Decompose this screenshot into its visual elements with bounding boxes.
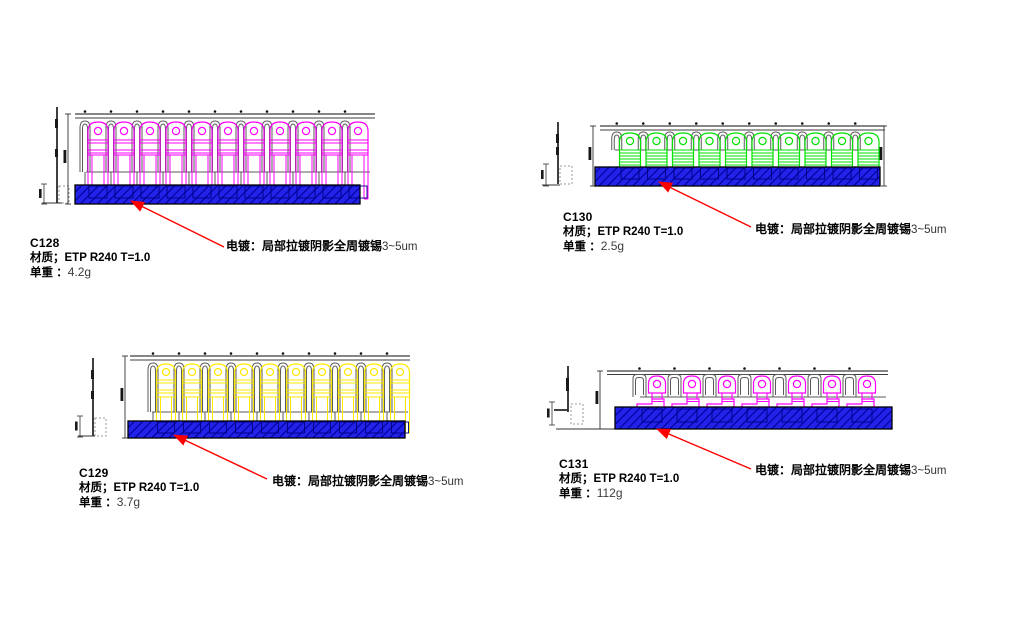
panel-c129-labels: C129 材质；ETP R240 T=1.0 单重 ：3.7g bbox=[79, 466, 199, 511]
weight-line: 单重 ：112g bbox=[559, 486, 679, 502]
plating-text: 电镀：局部拉镀阴影全周镀锡 bbox=[226, 239, 383, 253]
carrier-rail bbox=[600, 125, 885, 131]
material-line: 材质；ETP R240 T=1.0 bbox=[79, 481, 199, 496]
contact bbox=[181, 363, 203, 434]
carrier-rail bbox=[130, 355, 410, 361]
contact bbox=[776, 375, 807, 411]
plating-note-c129: 电镀：局部拉镀阴影全周镀锡3~5um bbox=[272, 472, 464, 489]
leader-arrow bbox=[658, 181, 752, 228]
material-label: 材质； bbox=[559, 472, 594, 485]
contact bbox=[698, 132, 721, 168]
plating-note-c130: 电镀：局部拉镀阴影全周镀锡3~5um bbox=[755, 220, 947, 237]
contact bbox=[751, 132, 774, 168]
contact bbox=[804, 132, 827, 168]
weight-line: 单重 ：2.5g bbox=[563, 239, 683, 255]
weight-label: 单重 ： bbox=[563, 241, 601, 253]
panel-c128-labels: C128 材质；ETP R240 T=1.0 单重 ：4.2g bbox=[30, 236, 150, 281]
side-view bbox=[39, 107, 70, 205]
weight-label: 单重 ： bbox=[79, 497, 117, 509]
leader-arrow bbox=[656, 428, 752, 470]
part-number: C128 bbox=[30, 236, 60, 250]
carrier-strip bbox=[74, 184, 368, 205]
plating-text: 电镀：局部拉镀阴影全周镀锡 bbox=[755, 222, 912, 236]
contact bbox=[671, 375, 702, 411]
weight-line: 单重 ：3.7g bbox=[79, 495, 199, 511]
contact bbox=[777, 132, 801, 168]
carrier-strip bbox=[127, 420, 409, 439]
dimension-line bbox=[120, 355, 128, 439]
plating-text: 电镀：局部拉镀阴影全周镀锡 bbox=[272, 474, 429, 488]
contact bbox=[636, 375, 667, 411]
contact bbox=[846, 375, 877, 411]
contact bbox=[347, 121, 369, 200]
contact bbox=[724, 132, 748, 168]
dimension-line bbox=[588, 125, 887, 187]
panel-c131-labels: C131 材质；ETP R240 T=1.0 单重 ：112g bbox=[559, 457, 679, 502]
carrier-webs bbox=[632, 367, 886, 398]
part-number: C131 bbox=[559, 457, 589, 471]
weight-value: 3.7g bbox=[116, 495, 141, 509]
contact bbox=[830, 132, 854, 168]
contact bbox=[671, 132, 695, 168]
leader-arrow bbox=[173, 434, 268, 480]
material-value: ETP R240 T=1.0 bbox=[597, 225, 684, 238]
dimension-line bbox=[63, 113, 71, 205]
material-label: 材质； bbox=[563, 225, 598, 238]
contact bbox=[337, 363, 359, 434]
plating-thickness: 3~5um bbox=[911, 224, 947, 236]
material-line: 材质；ETP R240 T=1.0 bbox=[559, 472, 679, 487]
plating-text: 电镀：局部拉镀阴影全周镀锡 bbox=[755, 463, 912, 477]
plating-thickness: 3~5um bbox=[911, 465, 947, 477]
material-value: ETP R240 T=1.0 bbox=[113, 481, 200, 494]
contact bbox=[857, 132, 880, 168]
material-label: 材质； bbox=[79, 481, 114, 494]
side-view bbox=[541, 122, 573, 187]
panel-drawing-c128 bbox=[39, 107, 375, 205]
contact bbox=[741, 375, 772, 411]
panel-drawing-c129 bbox=[75, 352, 411, 439]
carrier-strip bbox=[614, 406, 893, 430]
carrier-rail bbox=[75, 113, 375, 119]
panel-c130-labels: C130 材质；ETP R240 T=1.0 单重 ：2.5g bbox=[563, 210, 683, 255]
contact bbox=[811, 375, 842, 411]
leader-arrows bbox=[130, 181, 752, 480]
contacts-group bbox=[636, 375, 877, 411]
carrier-strip bbox=[594, 166, 881, 187]
material-value: ETP R240 T=1.0 bbox=[593, 472, 680, 485]
contact bbox=[207, 363, 229, 434]
contact bbox=[618, 132, 642, 168]
material-label: 材质； bbox=[30, 251, 65, 264]
dimension-line bbox=[595, 370, 603, 430]
weight-value: 2.5g bbox=[600, 239, 625, 253]
plating-note-c128: 电镀：局部拉镀阴影全周镀锡3~5um bbox=[226, 237, 418, 254]
part-number: C129 bbox=[79, 466, 109, 480]
weight-line: 单重 ：4.2g bbox=[30, 265, 150, 281]
material-line: 材质；ETP R240 T=1.0 bbox=[563, 225, 683, 240]
carrier-rail bbox=[607, 370, 888, 375]
contact bbox=[645, 132, 668, 168]
side-view bbox=[547, 366, 615, 430]
weight-value: 112g bbox=[596, 486, 623, 500]
leader-arrow bbox=[130, 200, 225, 248]
contact bbox=[389, 363, 411, 434]
plating-note-c131: 电镀：局部拉镀阴影全周镀锡3~5um bbox=[755, 461, 947, 478]
weight-label: 单重 ： bbox=[559, 488, 597, 500]
side-view bbox=[75, 358, 107, 438]
weight-label: 单重 ： bbox=[30, 267, 68, 279]
panel-drawing-c131 bbox=[547, 366, 893, 430]
plating-thickness: 3~5um bbox=[428, 476, 464, 488]
material-value: ETP R240 T=1.0 bbox=[64, 251, 151, 264]
panel-drawing-c130 bbox=[541, 122, 887, 187]
material-line: 材质；ETP R240 T=1.0 bbox=[30, 251, 150, 266]
weight-value: 4.2g bbox=[67, 265, 92, 279]
part-number: C130 bbox=[563, 210, 593, 224]
contact bbox=[706, 375, 737, 411]
plating-thickness: 3~5um bbox=[382, 241, 418, 253]
